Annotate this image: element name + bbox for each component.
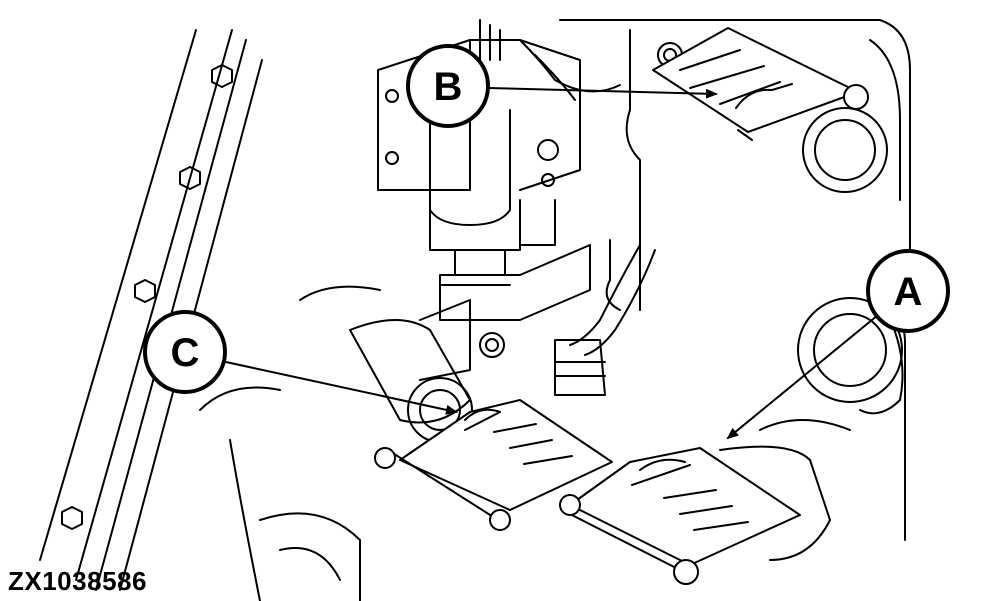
leader-c xyxy=(225,361,458,415)
callout-c: C xyxy=(143,310,227,394)
callout-b: B xyxy=(406,44,490,128)
frame-bolts xyxy=(61,64,233,530)
protective-cap-c xyxy=(374,399,613,531)
callout-a-label: A xyxy=(894,270,923,314)
leader-b xyxy=(487,87,718,99)
valve-body-block xyxy=(419,244,591,381)
protective-cap-a xyxy=(559,445,831,585)
callout-b-label: B xyxy=(434,65,463,109)
solenoid-valve xyxy=(377,19,621,276)
callout-c-label: C xyxy=(171,331,200,375)
callout-a: A xyxy=(866,249,950,333)
callout-leaders xyxy=(225,87,879,440)
left-frame-rail xyxy=(39,29,263,591)
figure-id-label: ZX1038586 xyxy=(8,566,147,596)
protective-cap-b xyxy=(652,27,869,141)
hydraulic-hose xyxy=(554,244,656,396)
lower-housing xyxy=(199,386,851,601)
leader-a xyxy=(726,314,879,440)
